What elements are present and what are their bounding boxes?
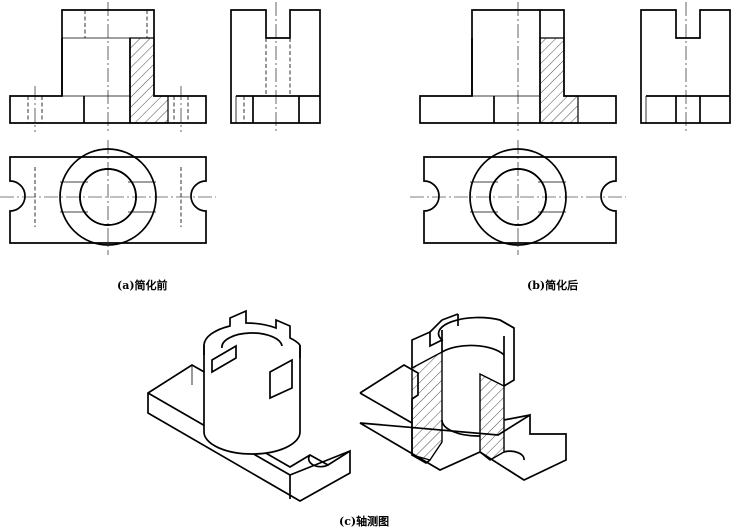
isometric-view-section (359, 313, 567, 481)
front-view-a (9, 2, 207, 134)
caption-c: (c)轴测图 (339, 515, 390, 528)
isometric-view-full (147, 309, 351, 502)
section-hatch-b (539, 37, 579, 124)
top-view-a (0, 140, 216, 255)
side-view-a (230, 2, 321, 134)
side-view-b (640, 2, 731, 134)
caption-b: (b)简化后 (527, 279, 579, 292)
front-view-b (419, 2, 617, 134)
caption-a: (a)简化前 (117, 279, 168, 292)
top-view-b (410, 140, 626, 255)
section-hatch-a (129, 37, 169, 124)
